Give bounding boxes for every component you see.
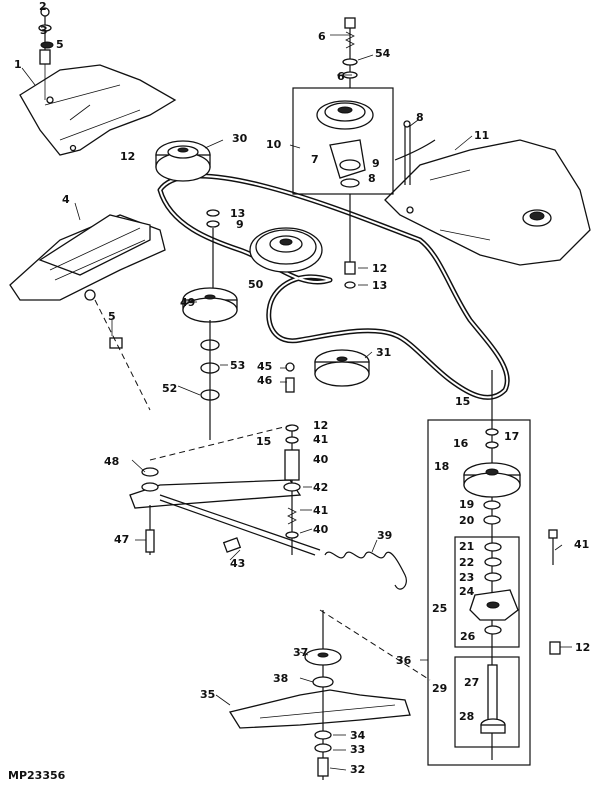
belt-shield-right [384, 139, 591, 266]
bolt-left [94, 299, 151, 411]
callout-26: 26 [460, 630, 476, 643]
callout-10: 10 [266, 138, 282, 151]
callout-18: 18 [434, 460, 449, 473]
spindle-shaft [480, 664, 506, 734]
callout-25: 25 [432, 602, 447, 615]
callout-40: 40 [313, 453, 329, 466]
idler-assembly-box [292, 87, 394, 195]
callout-35: 35 [200, 688, 215, 701]
callout-15: 15 [256, 435, 271, 448]
callout-16: 16 [453, 437, 469, 450]
leader-lines [21, 34, 572, 771]
callout-6b: 6 [337, 70, 345, 83]
callout-47: 47 [114, 533, 129, 546]
spindle-shaft-box [454, 656, 520, 748]
shield-spring [394, 120, 436, 185]
callout-42: 42 [313, 481, 328, 494]
callout-20: 20 [459, 514, 475, 527]
callout-8b: 8 [416, 111, 424, 124]
callout-17: 17 [504, 430, 519, 443]
callout-23: 23 [459, 571, 474, 584]
callout-50: 50 [248, 278, 264, 291]
lower-left-pulley [182, 287, 238, 323]
callout-12c: 12 [313, 419, 328, 432]
callout-36: 36 [396, 654, 412, 667]
callout-15b: 15 [455, 395, 470, 408]
callout-32: 32 [350, 763, 365, 776]
tension-spring [324, 551, 407, 590]
callout-5: 5 [56, 38, 64, 51]
spindle-assembly-box [427, 419, 531, 766]
callout-12b: 12 [372, 262, 387, 275]
callout-4: 4 [62, 193, 70, 206]
right-idler-pulley [314, 349, 370, 387]
callout-7: 7 [311, 153, 319, 166]
callout-31: 31 [376, 346, 391, 359]
callout-41c: 41 [574, 538, 589, 551]
callout-13b: 13 [372, 279, 387, 292]
top-idler-bracket [329, 139, 366, 188]
spindle-housing [469, 542, 519, 635]
callout-12d: 12 [575, 641, 590, 654]
callout-45: 45 [257, 360, 272, 373]
callout-33: 33 [350, 743, 365, 756]
small-hardware-45-46 [285, 362, 295, 393]
callout-41: 41 [313, 433, 328, 446]
callout-53: 53 [230, 359, 245, 372]
spindle-pulley [463, 370, 521, 760]
callout-9: 9 [372, 157, 380, 170]
drive-belt [157, 173, 510, 400]
callout-12: 12 [120, 150, 135, 163]
shield-hardware-stack [38, 7, 54, 100]
callout-29: 29 [432, 682, 447, 695]
figure-code: MP23356 [8, 769, 66, 782]
callout-38: 38 [273, 672, 288, 685]
callout-52: 52 [162, 382, 177, 395]
blade-guide-line [319, 609, 431, 681]
left-drive-pulley [155, 140, 211, 182]
callout-13: 13 [230, 207, 245, 220]
callout-43: 43 [230, 557, 245, 570]
callout-9b: 9 [236, 218, 244, 231]
callout-28: 28 [459, 710, 474, 723]
pin-43 [222, 537, 242, 553]
nut-12-right [549, 641, 561, 655]
callout-11: 11 [474, 129, 489, 142]
callout-54: 54 [375, 47, 391, 60]
callout-48: 48 [104, 455, 119, 468]
callout-46: 46 [257, 374, 273, 387]
callout-labels: 2 3 5 1 6 54 6 30 10 12 7 9 8 8 11 4 13 … [14, 0, 590, 776]
callout-49: 49 [180, 296, 195, 309]
mower-blade [228, 689, 411, 729]
idler-arm-assembly [129, 467, 321, 556]
callout-2: 2 [39, 0, 47, 13]
callout-21: 21 [459, 540, 474, 553]
callout-24: 24 [459, 585, 475, 598]
callout-22: 22 [459, 556, 474, 569]
center-main-pulley [249, 227, 323, 273]
callout-1: 1 [14, 58, 22, 71]
washer-stack-center [206, 209, 220, 290]
callout-6: 6 [318, 30, 326, 43]
blade-bolt-stack [304, 610, 342, 780]
callout-40b: 40 [313, 523, 329, 536]
callout-39: 39 [377, 529, 392, 542]
hub-washers [200, 320, 220, 440]
callout-30: 30 [232, 132, 248, 145]
callout-19: 19 [459, 498, 474, 511]
callout-37: 37 [293, 646, 308, 659]
callout-41b: 41 [313, 504, 328, 517]
callout-34: 34 [350, 729, 366, 742]
mounting-plate [9, 214, 166, 301]
top-idler-pulley [316, 100, 374, 130]
callout-5b: 5 [108, 310, 116, 323]
callout-3: 3 [40, 24, 48, 37]
callout-8: 8 [368, 172, 376, 185]
belt-shield-left [19, 64, 177, 156]
center-bolt-stack [149, 424, 301, 555]
spindle-housing-box [454, 536, 520, 648]
callout-27: 27 [464, 676, 479, 689]
bolt-41 [548, 529, 558, 565]
